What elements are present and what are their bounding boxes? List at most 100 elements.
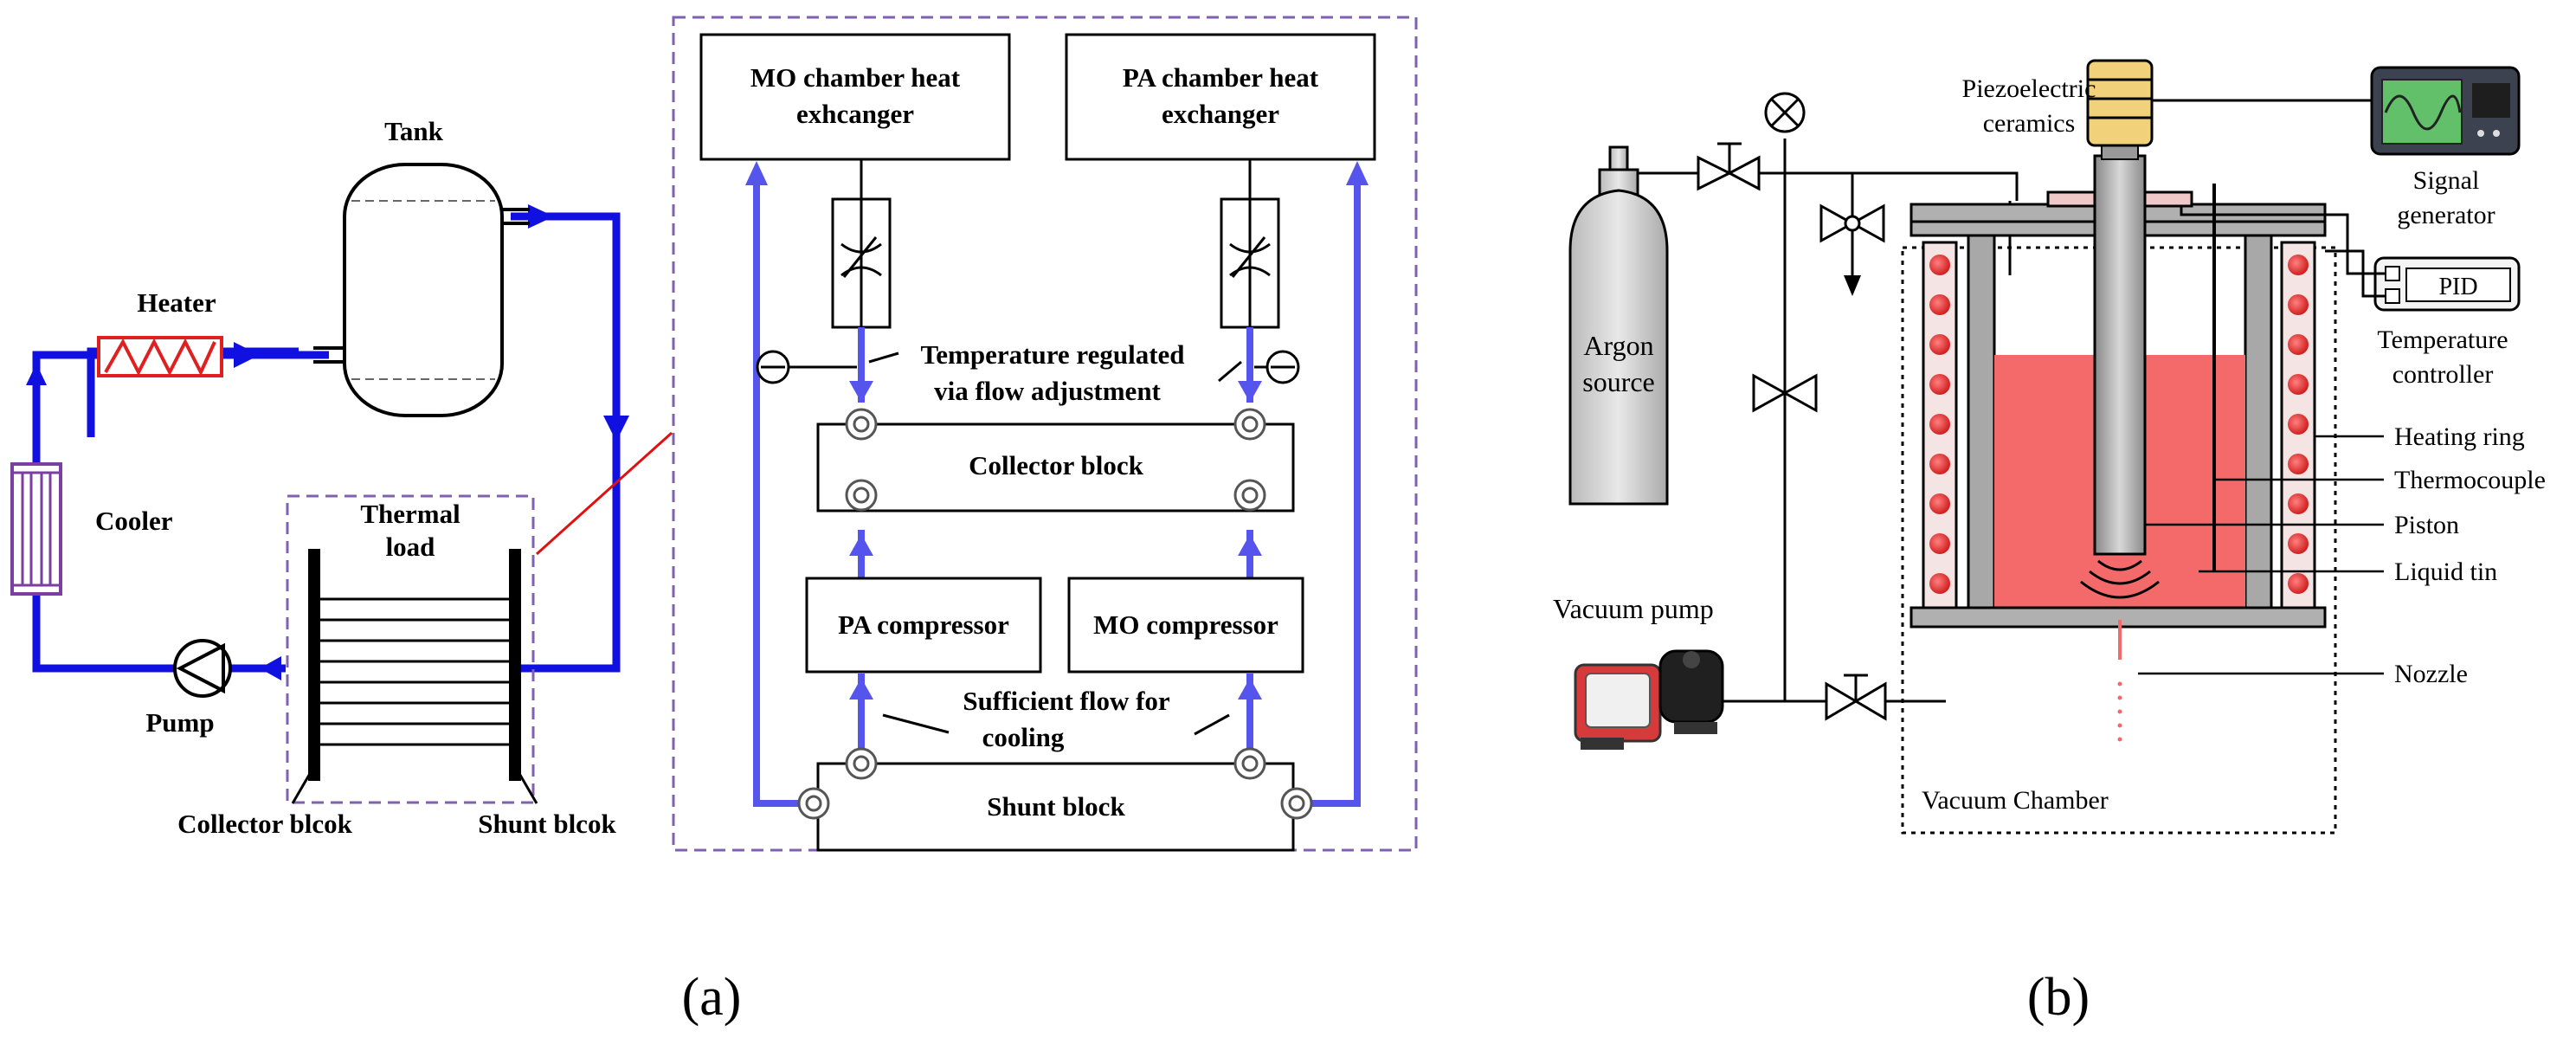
port-coupling-icon <box>1233 747 1266 780</box>
vent-icon <box>1764 92 1806 133</box>
tin-droplet <box>2117 723 2122 728</box>
temp-leader-right <box>1218 360 1242 383</box>
pump-label: Pump <box>145 707 214 738</box>
collector-blcok-label: Collector blcok <box>177 809 353 839</box>
shunt-blcok-bar <box>509 549 521 781</box>
vacuum-pump-label: Vacuum pump <box>1553 593 1714 624</box>
vent-arrow-down <box>1844 275 1861 296</box>
tin-droplet <box>2117 681 2122 687</box>
heating-element-dot <box>2288 454 2309 474</box>
heating-element-dot <box>1929 533 1950 554</box>
pid-terminal-1 <box>2385 266 2400 281</box>
coolant-loop-pipes <box>32 212 621 673</box>
heating-element-dot <box>1929 294 1950 315</box>
pid-wire-2 <box>2325 249 2386 298</box>
heating-element-dot <box>1929 255 1950 275</box>
heater <box>97 336 223 377</box>
valve-icon-argon <box>1697 142 1761 191</box>
nozzle-label: Nozzle <box>2394 660 2468 688</box>
pid-wire-1 <box>2180 206 2386 275</box>
temp-regulated-label-2: via flow adjustment <box>934 376 1161 406</box>
heating-element-dot <box>1929 573 1950 594</box>
pid-terminal-2 <box>2385 288 2400 304</box>
heating-element-dot <box>2288 414 2309 435</box>
wall-left <box>1967 234 1996 609</box>
heating-element-dot <box>2288 374 2309 395</box>
shunt-blcok-label: Shunt blcok <box>478 809 616 839</box>
piezo-label-1: Piezoelectric <box>1962 74 2096 103</box>
tank <box>313 163 530 417</box>
signal-generator-icon <box>2370 66 2521 156</box>
argon-label-2: source <box>1582 366 1655 397</box>
piston-top <box>2101 145 2139 160</box>
piezo-label-2: ceramics <box>1983 109 2076 138</box>
valve-icon-vacuum <box>1825 674 1887 721</box>
heating-ring-dots <box>1929 255 2309 594</box>
gauge-right-icon <box>1254 350 1300 384</box>
heating-element-dot <box>2288 573 2309 594</box>
loop-arrow-tank-out <box>528 204 554 229</box>
port-coupling-icon <box>1233 479 1266 512</box>
heating-ring-label: Heating ring <box>2394 422 2525 451</box>
pa-compressor-label: PA compressor <box>838 609 1009 640</box>
wall-right <box>2244 234 2273 609</box>
piston <box>2093 154 2147 556</box>
panel-b-caption: (b) <box>2027 968 2090 1027</box>
pump-icon <box>173 639 232 698</box>
tin-droplet <box>2117 695 2122 700</box>
mo-chamber-heat-exchanger <box>699 33 1011 161</box>
panel-a-caption: (a) <box>682 968 742 1027</box>
loop-arrow-heater <box>234 342 260 368</box>
sufficient-flow-label-2: cooling <box>982 722 1065 752</box>
heating-element-dot <box>1929 454 1950 474</box>
temp-controller-label-2: controller <box>2392 360 2494 389</box>
port-coupling-icon <box>845 408 878 441</box>
collector-block-label: Collector block <box>969 450 1144 480</box>
heating-element-dot <box>1929 493 1950 514</box>
outer-arrow-right <box>1346 161 1368 185</box>
pa-flow-valve-icon <box>1220 159 1280 329</box>
sufficient-flow-label-1: Sufficient flow for <box>963 686 1170 716</box>
valve-icon-release <box>1819 203 1885 243</box>
outer-arrow-left <box>745 161 768 185</box>
loop-arrow-load-out <box>260 656 281 680</box>
piezoelectric-ceramics <box>2086 59 2154 147</box>
arrow-mo-comp-up <box>1238 534 1262 556</box>
tin-droplet <box>2117 709 2122 714</box>
mo-hx-label-1: MO chamber heat <box>750 62 961 93</box>
piston-label: Piston <box>2394 511 2459 539</box>
vacuum-chamber <box>1901 246 2337 835</box>
heating-element-dot <box>2288 493 2309 514</box>
heating-element-dot <box>2288 334 2309 355</box>
cooler <box>10 462 62 596</box>
thermal-load-label-2: load <box>386 532 435 562</box>
pa-hx-label-1: PA chamber heat <box>1123 62 1319 93</box>
sufficient-leader-left <box>882 713 950 734</box>
vacuum-chamber-label: Vacuum Chamber <box>1922 786 2109 815</box>
panel-b: Argon source <box>1553 59 2546 835</box>
mo-flow-valve-icon <box>831 159 892 329</box>
mo-compressor-label: MO compressor <box>1093 609 1278 640</box>
loop-arrow-down <box>603 416 629 442</box>
signal-generator-label-1: Signal <box>2413 166 2480 195</box>
pid-label: PID <box>2438 274 2477 300</box>
pa-hx-label-2: exchanger <box>1162 99 1279 129</box>
heating-element-dot <box>1929 334 1950 355</box>
port-coupling-icon <box>1280 787 1313 820</box>
droplets <box>2117 681 2122 742</box>
vacuum-pump-icon <box>1574 649 1724 750</box>
heating-element-dot <box>1929 414 1950 435</box>
port-coupling-icon <box>797 787 830 820</box>
signal-generator-label-2: generator <box>2397 201 2495 229</box>
heating-element-dot <box>2288 533 2309 554</box>
collector-leader <box>291 765 316 804</box>
heating-element-dot <box>2288 255 2309 275</box>
sufficient-leader-right <box>1194 713 1230 736</box>
loop-arrow-up <box>26 364 47 385</box>
mo-compressor <box>1067 577 1304 674</box>
heating-element-dot <box>2288 294 2309 315</box>
ultrasonic-waves <box>2080 559 2160 599</box>
panel-a-detail: MO chamber heat exhcanger PA chamber hea… <box>672 16 1418 852</box>
shunt-block-label: Shunt block <box>987 791 1125 822</box>
pa-chamber-heat-exchanger <box>1065 33 1376 161</box>
